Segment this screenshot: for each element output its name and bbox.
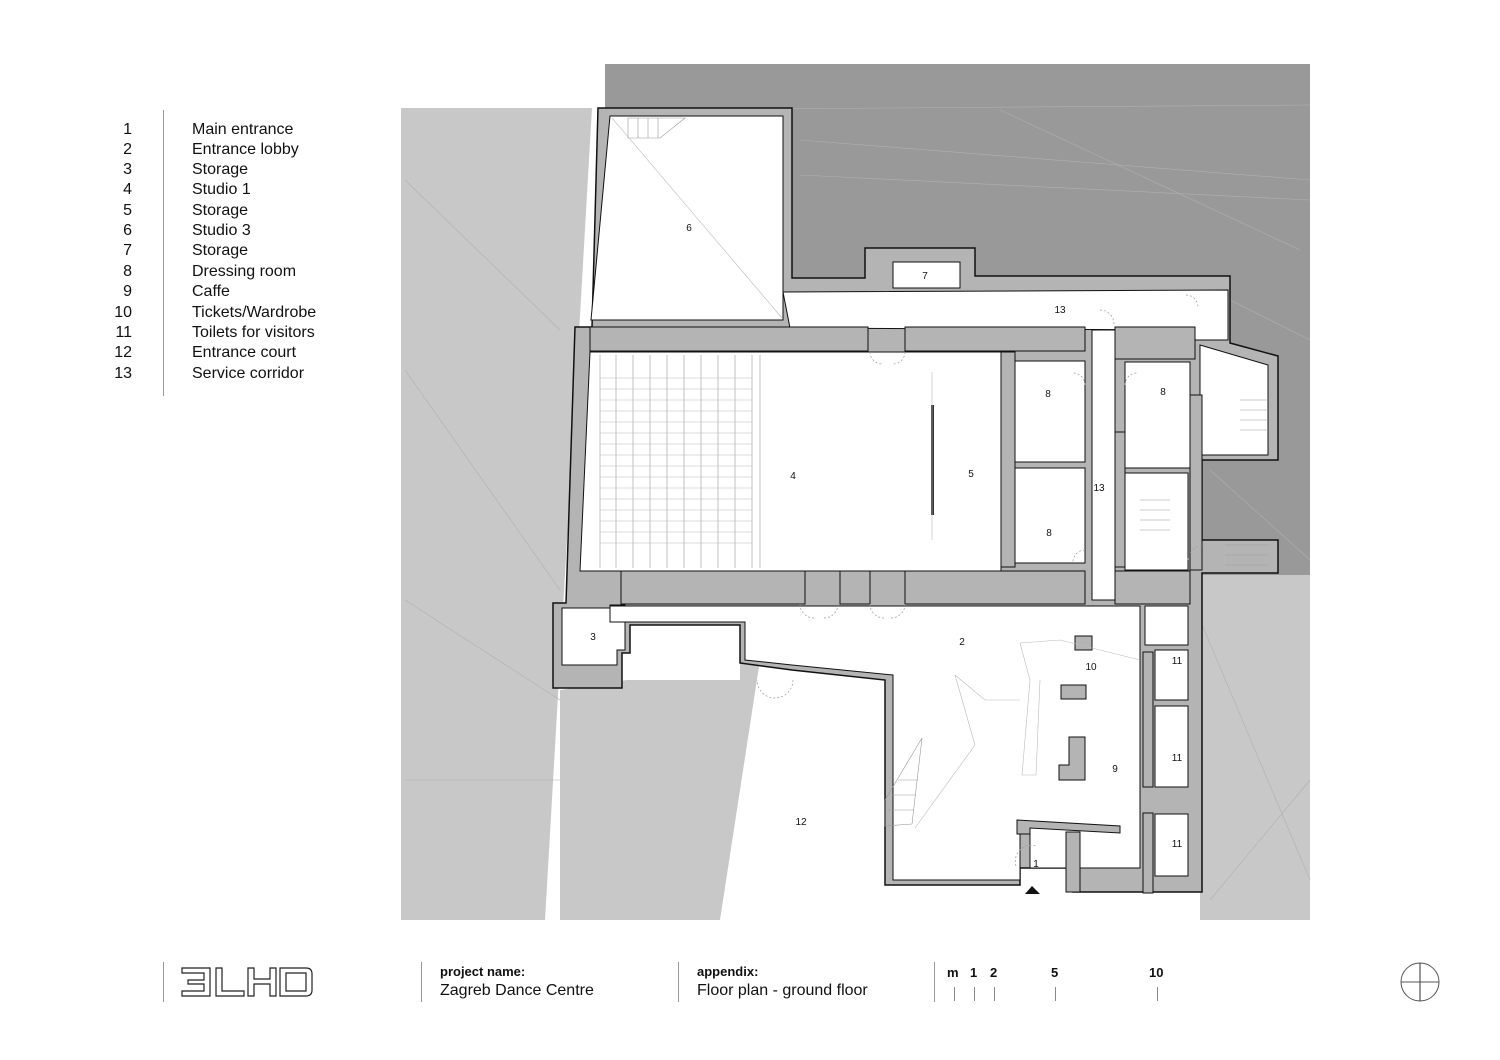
scale-label: 5 <box>1051 965 1059 980</box>
scale-tick <box>974 987 975 1001</box>
entrance-arrow-icon <box>1025 886 1040 894</box>
stairs <box>627 117 1268 827</box>
legend-label: Studio 1 <box>192 181 251 198</box>
scale-unit: m <box>947 965 959 980</box>
legend-number: 5 <box>123 202 132 219</box>
project-name-value: Zagreb Dance Centre <box>440 982 594 999</box>
room-6-studio3 <box>590 115 784 321</box>
room-4-studio1 <box>579 351 1002 572</box>
3lhd-logo <box>180 966 314 1003</box>
legend-label: Service corridor <box>192 365 305 382</box>
logo-icon <box>181 967 313 997</box>
room-label-9: 9 <box>1112 764 1118 775</box>
legend-number: 2 <box>123 141 132 158</box>
legend-number: 12 <box>114 344 132 361</box>
room-13-service-corridor-mid <box>1091 329 1116 601</box>
room-11-toilets-mid <box>1154 705 1189 788</box>
appendix-value: Floor plan - ground floor <box>697 982 868 999</box>
legend-number: 13 <box>114 365 132 382</box>
footer-divider <box>163 962 164 1002</box>
legend-number: 4 <box>123 181 132 198</box>
stair-room <box>1124 472 1189 571</box>
room-label-6: 6 <box>686 223 692 234</box>
room-label-11: 11 <box>1172 656 1183 667</box>
legend-label: Dressing room <box>192 263 297 280</box>
legend-number: 6 <box>123 222 132 239</box>
appendix-label: appendix: <box>697 964 759 979</box>
toilet-vestibule <box>1144 605 1189 646</box>
scale-tick <box>994 987 995 1001</box>
rooms <box>561 115 1269 881</box>
legend-number: 3 <box>123 161 132 178</box>
scale-label: 10 <box>1149 965 1164 980</box>
legend-number: 8 <box>123 263 132 280</box>
room-label-8: 8 <box>1045 389 1051 400</box>
legend-label: Storage <box>192 242 249 259</box>
room-label-11: 11 <box>1172 839 1183 850</box>
auditorium-seating <box>599 355 761 568</box>
legend-divider <box>163 110 164 396</box>
neighbor-building-light-bottom <box>560 660 760 920</box>
scale-tick <box>1157 987 1158 1001</box>
room-label-4: 4 <box>790 471 796 482</box>
room-label-3: 3 <box>590 632 596 643</box>
legend-number: 11 <box>115 324 132 341</box>
legend-label: Tickets/Wardrobe <box>192 304 317 321</box>
room-label-12: 12 <box>795 817 807 828</box>
room-8-dressing-right <box>1124 361 1191 469</box>
room-7-storage <box>892 261 961 289</box>
legend-number: 10 <box>114 304 132 321</box>
legend-label: Entrance lobby <box>192 141 299 158</box>
room-label-2: 2 <box>959 637 965 648</box>
legend-number: 1 <box>123 121 132 138</box>
legend-label: Storage <box>192 161 249 178</box>
room-11-toilets-top <box>1154 649 1189 701</box>
seat-rows <box>600 377 752 544</box>
site-hatching <box>404 104 1311 901</box>
scale-label: 1 <box>970 965 978 980</box>
legend-label: Storage <box>192 202 249 219</box>
room-11-toilets-bottom <box>1154 813 1189 877</box>
legend-label: Toilets for visitors <box>192 324 315 341</box>
door-swings <box>756 294 1203 867</box>
neighbor-building-light-right <box>1200 575 1310 920</box>
room-label-5: 5 <box>968 469 974 480</box>
ceiling-outline <box>611 117 1141 829</box>
room-8-dressing-bottom <box>1014 467 1086 564</box>
neighbor-building-light-left <box>401 108 592 920</box>
room-label-13: 13 <box>1054 305 1066 316</box>
legend-label: Main entrance <box>192 121 294 138</box>
scale-bar-divider <box>934 962 935 1002</box>
room-label-8: 8 <box>1046 528 1052 539</box>
room-label-7: 7 <box>922 271 928 282</box>
stage-partition <box>931 405 934 515</box>
room-label-13: 13 <box>1093 483 1105 494</box>
scale-tick <box>1055 987 1056 1001</box>
room-label-10: 10 <box>1085 662 1097 673</box>
scale-tick <box>954 987 955 1001</box>
legend-number: 7 <box>123 242 132 259</box>
legend-label: Studio 3 <box>192 222 251 239</box>
north-arrow-icon <box>1400 962 1440 1007</box>
room-label-11: 11 <box>1172 753 1183 764</box>
room-label-8: 8 <box>1160 387 1166 398</box>
project-name-label: project name: <box>440 964 526 979</box>
room-2-entrance-lobby <box>609 605 1141 881</box>
room-8-dressing-top <box>1014 360 1086 463</box>
interior-walls <box>589 326 1203 894</box>
room-labels: 6 7 13 8 8 8 4 5 13 3 2 10 11 11 11 9 12… <box>590 223 1182 870</box>
scale-label: 2 <box>990 965 998 980</box>
legend-label: Entrance court <box>192 344 297 361</box>
room-label-1: 1 <box>1033 859 1039 870</box>
legend-label: Caffe <box>192 283 230 300</box>
footer-divider <box>678 962 679 1002</box>
legend-number: 9 <box>123 283 132 300</box>
footer-divider <box>421 962 422 1002</box>
